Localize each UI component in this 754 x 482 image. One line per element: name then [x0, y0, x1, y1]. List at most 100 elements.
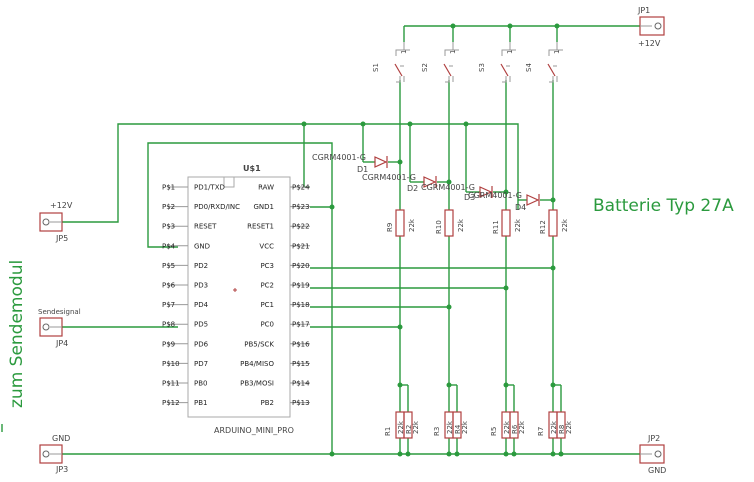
sendemodul-label: zum Sendemodul — [7, 260, 27, 408]
diode-d1: CGRM4001-G D1 — [312, 153, 388, 174]
diode-d4-name: D4 — [515, 203, 526, 212]
resistor-r12-name: R12 — [539, 220, 547, 234]
resistor-r7: R7 22k — [537, 411, 558, 439]
ic-right-pad: P$22 — [292, 223, 310, 231]
junctions — [301, 23, 564, 457]
switch-s1-name: S1 — [372, 63, 380, 72]
ic-right-pin-name: PB3/MOSI — [240, 380, 274, 388]
resistor-r7-name: R7 — [537, 427, 545, 436]
connector-jp2: JP2 GND — [639, 434, 666, 475]
connector-jp2-value: GND — [648, 466, 666, 475]
connector-jp1: JP1 +12V — [637, 6, 665, 48]
ic-left-pad: P$2 — [162, 203, 175, 211]
switch-s4: 1 S4 — [525, 42, 563, 83]
diode-d3: CGRM4001-G D3 — [421, 183, 493, 202]
connector-jp5-value: +12V — [50, 201, 73, 210]
diode-d4-value: CGRM4001-G — [468, 191, 522, 200]
switch-s1: 1 S1 — [372, 42, 410, 83]
svg-text:1: 1 — [400, 50, 408, 54]
ic-right-pin-name: PC3 — [260, 262, 274, 270]
resistor-r7-value: 22k — [550, 420, 558, 434]
ic-left-pad: P$1 — [162, 184, 175, 192]
resistor-r11-name: R11 — [492, 220, 500, 234]
ic-left-pin-name: PD3 — [194, 282, 208, 290]
connector-jp5-name: JP5 — [55, 234, 68, 243]
ic-left-pin-name: PD6 — [194, 340, 209, 348]
ic-left-pad: P$10 — [162, 360, 180, 368]
resistor-r6-name: R6 — [511, 424, 519, 434]
ic-left-pad: P$11 — [162, 380, 180, 388]
resistor-r11: R11 22k — [492, 209, 522, 237]
resistor-r1-name: R1 — [384, 427, 392, 436]
resistor-r6-value: 22k — [518, 420, 526, 434]
resistor-r1-value: 22k — [397, 420, 405, 434]
resistor-r4-name: R4 — [454, 424, 462, 434]
resistor-r9: R9 22k — [386, 209, 416, 237]
resistor-r12-value: 22k — [561, 218, 569, 232]
connector-jp5: +12V JP5 — [39, 201, 73, 243]
resistor-r2-name: R2 — [405, 425, 413, 434]
resistor-r5-value: 22k — [503, 420, 511, 434]
resistor-r9-name: R9 — [386, 223, 394, 232]
resistors-bottom: R1 22k R2 22k R3 22k R4 22k R5 22k R6 22… — [384, 411, 573, 439]
resistor-r3-name: R3 — [433, 427, 441, 436]
resistor-r5: R5 22k — [490, 411, 511, 439]
ic-left-pin-name: PD4 — [194, 301, 209, 309]
ic-right-pad: P$24 — [292, 184, 310, 192]
ic-right-pin-name: VCC — [259, 242, 274, 250]
resistor-r10: R10 22k — [435, 209, 465, 237]
ic-left-pin-name: PD2 — [194, 262, 208, 270]
resistor-r4: R4 22k — [452, 411, 469, 439]
ic-left-pad: P$3 — [162, 223, 175, 231]
resistor-r3: R3 22k — [433, 411, 454, 439]
resistor-r6: R6 22k — [509, 411, 526, 439]
ic-right-pin-name: RESET1 — [247, 223, 274, 231]
diode-d1-value: CGRM4001-G — [312, 153, 366, 162]
resistor-r2: R2 22k — [403, 411, 420, 439]
diodes: CGRM4001-G D1 CGRM4001-G D2 CGRM4001-G D… — [312, 153, 540, 212]
resistor-r10-name: R10 — [435, 220, 443, 234]
ic-right-pin-name: PB5/SCK — [244, 340, 274, 348]
ic-left-pin-name: PD5 — [194, 321, 208, 329]
switch-s2: 1 S2 — [421, 42, 459, 83]
ic-right-pad: P$20 — [292, 262, 310, 270]
connector-jp3: GND JP3 — [39, 434, 70, 474]
ic-right-pin-name: GND1 — [253, 203, 274, 211]
diode-d2-name: D2 — [407, 184, 418, 193]
ic-right-pad: P$15 — [292, 360, 310, 368]
resistors-top: R9 22k R10 22k R11 22k R12 22k — [386, 209, 569, 237]
ic-right-pad: P$14 — [292, 380, 310, 388]
ic-left-pin-name: PD7 — [194, 360, 208, 368]
svg-text:1: 1 — [553, 50, 561, 54]
switch-s3-name: S3 — [478, 63, 486, 72]
ic-right-pad: P$18 — [292, 301, 310, 309]
ic-right-pin-name: RAW — [258, 184, 274, 192]
resistor-r1: R1 22k — [384, 411, 405, 439]
ic-left-pad: P$12 — [162, 399, 180, 407]
diode-d4: CGRM4001-G D4 — [468, 191, 540, 212]
diode-d2-value: CGRM4001-G — [362, 173, 416, 182]
connector-jp2-name: JP2 — [647, 434, 660, 443]
ic-left-pad: P$6 — [162, 282, 176, 290]
resistor-r8-name: R8 — [558, 425, 566, 434]
connector-jp4-value: Sendesignal — [38, 308, 81, 316]
ic-left-pin-name: PB0 — [194, 380, 207, 388]
ic-right-pin-name: PC0 — [260, 321, 274, 329]
ic-left-pad: P$9 — [162, 340, 175, 348]
resistor-r8: R8 22k — [556, 411, 573, 439]
diode-d3-value: CGRM4001-G — [421, 183, 475, 192]
ic-left-pin-name: PD1/TXD — [194, 184, 225, 192]
ic-left-pin-name: PD0/RXD/INC — [194, 203, 240, 211]
connector-jp1-value: +12V — [638, 39, 661, 48]
resistor-r9-value: 22k — [408, 218, 416, 232]
ic-right-pad: P$23 — [292, 203, 310, 211]
connector-jp4: Sendesignal JP4 — [38, 308, 81, 348]
switches: 1 S1 1 S2 1 S3 — [372, 42, 563, 83]
resistor-r11-value: 22k — [514, 218, 522, 232]
ic-left-pin-name: PB1 — [194, 399, 207, 407]
ic-left-pin-name: GND — [194, 242, 210, 250]
ic-right-pad: P$13 — [292, 399, 310, 407]
